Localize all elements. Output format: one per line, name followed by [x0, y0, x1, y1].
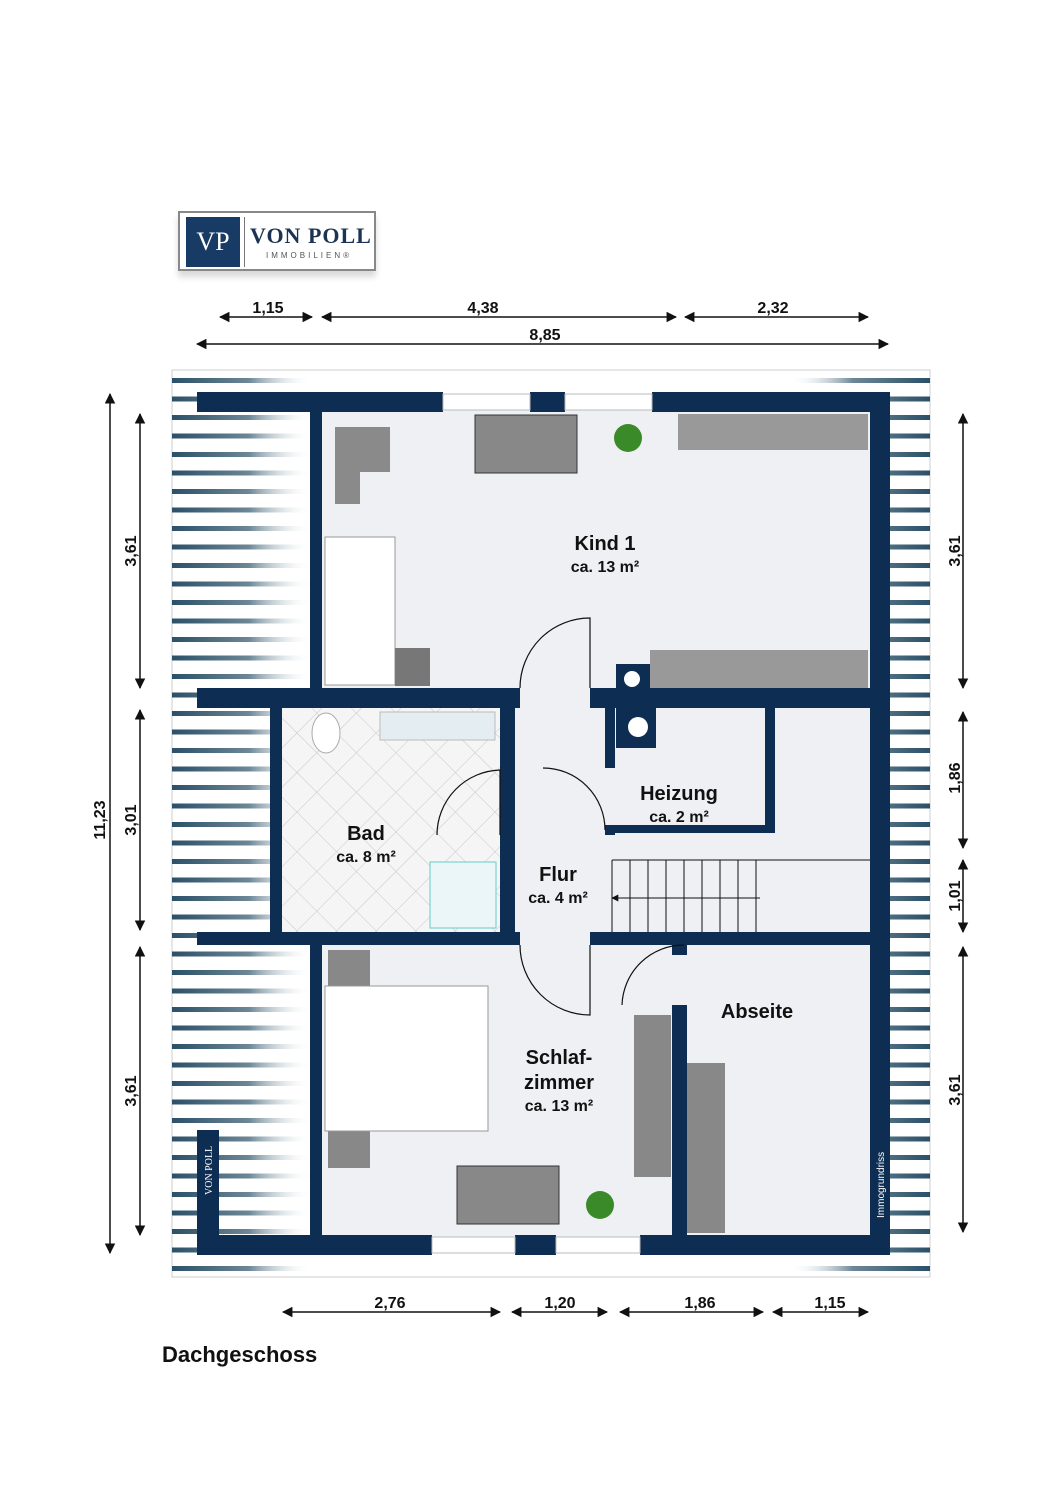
chimney-icon: [624, 671, 640, 687]
dim-top-1: 1,15: [252, 300, 283, 317]
roof-stripe: [172, 1210, 312, 1216]
roof-stripe: [172, 840, 312, 846]
dim-left-3: 3,61: [123, 1075, 140, 1106]
room-flur-name: Flur: [539, 864, 577, 886]
roof-stripe: [172, 914, 312, 920]
dim-bottom-2: 1,20: [544, 1295, 575, 1312]
dim-right-3: 1,01: [947, 880, 964, 911]
von-poll-logo: VP VON POLL IMMOBILIEN®: [178, 211, 376, 271]
dim-left-1: 3,61: [123, 535, 140, 566]
logo-divider: [244, 217, 245, 267]
roof-stripe: [172, 785, 312, 790]
room-kind1-area: ca. 13 m²: [571, 559, 639, 576]
logo-mark: VP: [186, 217, 240, 267]
roof-stripe: [172, 711, 312, 716]
roof-stripe: [172, 877, 312, 883]
roof-stripe: [172, 1081, 312, 1086]
room-heizung-name: Heizung: [640, 783, 718, 805]
room-schlaf-name1: Schlaf-: [526, 1047, 593, 1069]
room-bad-area: ca. 8 m²: [336, 849, 396, 866]
dim-right-2: 1,86: [947, 762, 964, 793]
roof-stripe: [172, 1229, 312, 1234]
dim-top-2: 4,38: [467, 300, 498, 317]
room-schlaf-name2: zimmer: [524, 1072, 594, 1094]
watermark-left-bar: [197, 1130, 219, 1235]
room-bad-name: Bad: [347, 823, 385, 845]
roof-stripe: [172, 1173, 312, 1179]
dim-top-3: 2,32: [757, 300, 788, 317]
room-abseite-name: Abseite: [721, 1001, 793, 1023]
dim-bottom-3: 1,86: [684, 1295, 715, 1312]
roof-stripe: [172, 452, 312, 457]
roof-stripe: [172, 581, 312, 587]
roof-stripe: [172, 655, 312, 661]
roof-stripe: [172, 970, 312, 975]
roof-stripe: [172, 489, 312, 494]
staircase: [611, 859, 870, 932]
logo-subtitle: IMMOBILIEN®: [266, 251, 353, 260]
roof-stripe: [172, 1118, 312, 1123]
dimension-lines: [104, 311, 969, 1318]
roof-stripe: [172, 563, 312, 568]
roof-stripe: [172, 600, 312, 605]
room-flur-area: ca. 4 m²: [528, 890, 588, 907]
roof-stripe: [790, 1266, 930, 1271]
roof-stripe: [172, 433, 312, 439]
floor-title: Dachgeschoss: [162, 1342, 318, 1367]
door-swings: [436, 617, 685, 1016]
roof-stripe: [172, 507, 312, 513]
walls: [197, 392, 890, 1255]
roof-stripe: [172, 1155, 312, 1160]
roof-stripe: [172, 1099, 312, 1105]
roof-stripe: [172, 822, 312, 827]
dim-left-total: 11,23: [92, 800, 109, 839]
room-kind1-name: Kind 1: [574, 533, 635, 555]
roof-stripe: [172, 748, 312, 753]
roof-stripe: [172, 1044, 312, 1049]
roof-stripe: [172, 729, 312, 735]
roof-stripe: [172, 896, 312, 901]
dim-left-2: 3,01: [123, 804, 140, 835]
roof-stripe: [172, 988, 312, 994]
dim-right-1: 3,61: [947, 535, 964, 566]
watermark-right: Immogrundriss: [876, 1152, 887, 1218]
roof-stripe: [790, 378, 930, 383]
roof-stripe: [172, 637, 312, 642]
roof-stripe: [172, 1136, 312, 1142]
roof-stripe: [172, 1266, 312, 1271]
roof-stripe: [172, 674, 312, 679]
room-schlaf-area: ca. 13 m²: [525, 1098, 593, 1115]
roof-stripe: [172, 1062, 312, 1068]
roof-stripe: [172, 618, 312, 624]
roof-stripe: [172, 415, 312, 420]
logo-name: VON POLL: [250, 223, 372, 248]
roof-stripe: [172, 951, 312, 957]
roof-stripe: [172, 1192, 312, 1197]
roof-stripe: [172, 378, 312, 383]
roof-stripe: [172, 526, 312, 531]
dim-bottom-4: 1,15: [814, 1295, 845, 1312]
dim-total-width: 8,85: [529, 327, 560, 344]
roof-stripe: [172, 1007, 312, 1012]
roof-stripe: [172, 803, 312, 809]
roof-stripe: [172, 470, 312, 476]
windows: [431, 393, 653, 1254]
chimney-icon: [628, 717, 648, 737]
roof-stripe: [172, 544, 312, 550]
watermark-left: VON POLL: [204, 1146, 215, 1195]
roof-stripe: [172, 1025, 312, 1031]
roof-stripe: [172, 859, 312, 864]
roof-stripe: [172, 766, 312, 772]
room-heizung-area: ca. 2 m²: [649, 809, 709, 826]
furniture: [311, 414, 868, 1233]
watermark-right-bar: [870, 1130, 890, 1235]
dim-bottom-1: 2,76: [374, 1295, 405, 1312]
dim-right-4: 3,61: [947, 1074, 964, 1105]
